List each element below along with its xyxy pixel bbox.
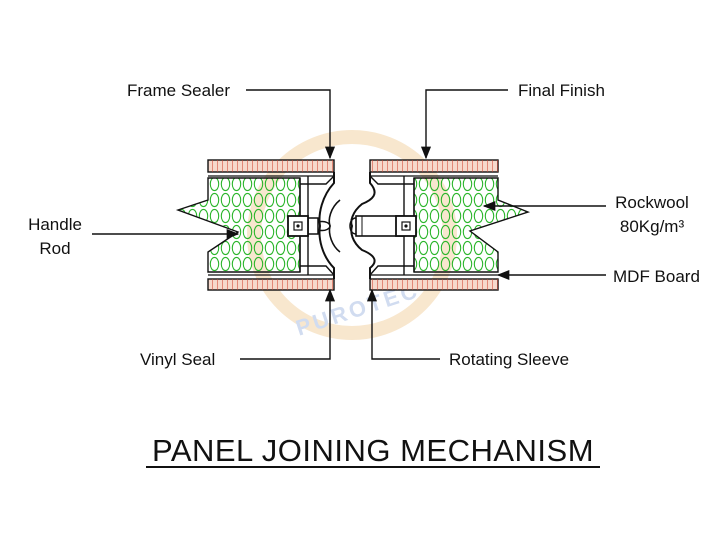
handle-rod	[308, 217, 319, 235]
final-finish-leader	[420, 89, 508, 160]
label-frame-sealer: Frame Sealer	[127, 81, 230, 100]
label-final-finish: Final Finish	[518, 81, 605, 100]
label-rockwool-line1: Rockwool	[615, 193, 689, 212]
label-handle-rod-line1: Handle	[28, 215, 82, 234]
left-panel	[175, 159, 341, 291]
label-mdf-board: MDF Board	[613, 267, 700, 286]
rotating-sleeve-profile	[350, 172, 376, 279]
frame-sealer-leader	[246, 89, 336, 160]
left-rockwool-core	[175, 177, 301, 273]
diagram-title: PANEL JOINING MECHANISM	[152, 433, 594, 468]
left-vinyl-seal	[318, 172, 335, 279]
right-rockwool-core	[413, 177, 531, 273]
label-rotating-sleeve: Rotating Sleeve	[449, 350, 569, 369]
right-panel	[349, 159, 531, 291]
vinyl-seal-leader	[240, 288, 336, 360]
label-vinyl-seal: Vinyl Seal	[140, 350, 215, 369]
rotating-sleeve-leader	[366, 288, 440, 360]
label-handle-rod-line2: Rod	[39, 239, 70, 258]
leader-lines	[92, 89, 606, 360]
label-rockwool-line2: 80Kg/m³	[620, 217, 685, 236]
